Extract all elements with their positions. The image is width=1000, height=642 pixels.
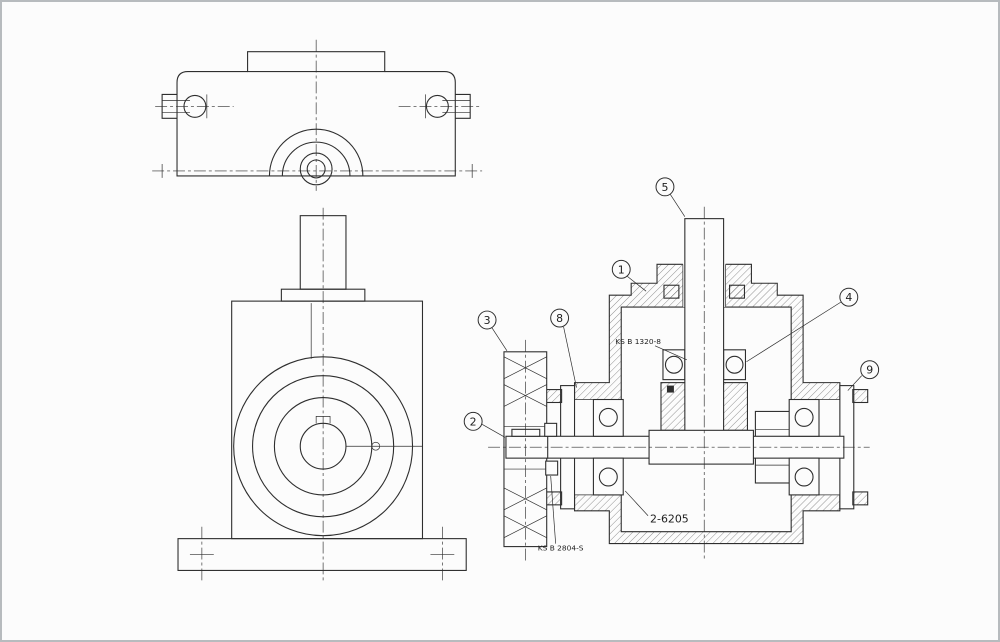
keyway bbox=[315, 416, 331, 424]
housing-front bbox=[231, 300, 424, 540]
hub-setscrew bbox=[544, 422, 558, 437]
balloon-8: 8 bbox=[550, 308, 577, 388]
left-cover-bolt-top bbox=[545, 389, 563, 404]
right-cover-bolt-top bbox=[852, 389, 869, 404]
balloon-2: 2 bbox=[463, 411, 506, 438]
annotation-std-top: KS B 1320-8 bbox=[615, 337, 687, 361]
shaft-boss-arc-inner bbox=[281, 141, 351, 176]
callouts: 1 2 3 4 5 8 9 bbox=[463, 177, 880, 553]
left-bearing-ball-top bbox=[598, 407, 618, 427]
shaft-key bbox=[511, 428, 541, 437]
svg-text:5: 5 bbox=[661, 181, 668, 194]
svg-text:3: 3 bbox=[484, 314, 491, 327]
shaft-bore bbox=[299, 152, 333, 186]
svg-text:8: 8 bbox=[556, 312, 563, 325]
left-cover-bolt-bottom bbox=[545, 491, 563, 506]
wheel-key bbox=[666, 385, 674, 393]
svg-text:4: 4 bbox=[845, 291, 852, 304]
left-lug bbox=[161, 93, 178, 119]
svg-text:9: 9 bbox=[866, 364, 873, 377]
right-lug-hole bbox=[425, 94, 449, 118]
balloon-4: 4 bbox=[746, 287, 859, 363]
balloon-3: 3 bbox=[477, 310, 508, 352]
shaft-bore-inner bbox=[306, 159, 326, 179]
gland-bolt-right bbox=[729, 284, 746, 299]
svg-text:2: 2 bbox=[470, 415, 477, 428]
annotation-std-left: KS B 2804-S bbox=[538, 476, 584, 553]
svg-text:KS B 2804-S: KS B 2804-S bbox=[538, 544, 584, 553]
balloon-9: 9 bbox=[847, 360, 880, 391]
balloon-1: 1 bbox=[611, 259, 647, 292]
base-flange-front bbox=[177, 538, 467, 571]
top-cover-boss bbox=[247, 51, 386, 73]
balloon-5: 5 bbox=[655, 177, 686, 217]
upper-bearing-ball-left bbox=[664, 355, 683, 374]
right-lug bbox=[455, 93, 471, 119]
svg-text:KS B 1320-8: KS B 1320-8 bbox=[615, 337, 661, 346]
annotation-bearing-spec: 2-6205 bbox=[624, 490, 689, 526]
right-cover-bolt-bottom bbox=[852, 491, 869, 506]
front-view bbox=[177, 207, 467, 583]
right-bearing-ball-bottom bbox=[794, 467, 814, 487]
svg-text:1: 1 bbox=[618, 263, 625, 276]
housing-outline-top bbox=[176, 71, 456, 177]
hub-nut bbox=[545, 460, 559, 476]
top-view bbox=[152, 39, 483, 191]
gland-bolt-left bbox=[663, 284, 680, 299]
shaft-boss-arc-outer bbox=[268, 128, 364, 176]
left-bearing-ball-bottom bbox=[598, 467, 618, 487]
svg-text:2-6205: 2-6205 bbox=[650, 513, 689, 526]
plug-hole bbox=[371, 441, 381, 451]
left-lug-hole bbox=[183, 94, 207, 118]
section-view bbox=[488, 206, 870, 561]
right-bearing-ball-top bbox=[794, 407, 814, 427]
upper-bearing-ball-right bbox=[725, 355, 744, 374]
